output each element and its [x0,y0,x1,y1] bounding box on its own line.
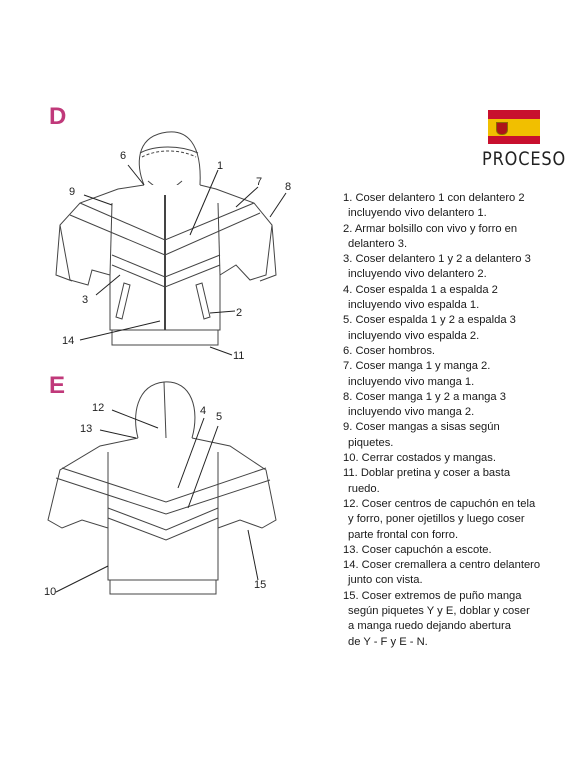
back-label-layer: 12 4 5 13 10 15 [44,402,266,598]
back-label: 15 [254,579,266,591]
process-step: 10. Cerrar costados y mangas. [343,452,496,465]
section-letter-back: E [49,372,66,399]
front-label: 9 [69,186,75,198]
front-label: 14 [62,335,74,347]
front-label: 7 [256,176,262,188]
back-label: 12 [92,402,104,414]
front-label: 8 [285,181,291,193]
front-label: 1 [217,160,223,172]
process-step: 7. Coser manga 1 y manga 2.incluyendo vi… [343,360,491,388]
front-label: 6 [120,150,126,162]
back-label: 4 [200,405,206,417]
page-title: PROCESO [482,148,567,170]
back-label: 10 [44,586,56,598]
front-label: 2 [236,307,242,319]
process-step: 6. Coser hombros. [343,344,436,357]
front-label-layer: 6 1 7 8 9 3 2 14 11 [62,150,291,362]
back-label: 5 [216,411,222,423]
front-label: 3 [82,294,88,306]
spain-flag-icon [488,110,540,144]
section-letter-front: D [49,103,67,130]
front-jacket-diagram [55,131,287,356]
back-label: 13 [80,423,92,435]
process-step: 13. Coser capuchón a escote. [343,543,492,556]
front-label: 11 [233,350,244,362]
back-jacket-diagram [47,381,277,595]
